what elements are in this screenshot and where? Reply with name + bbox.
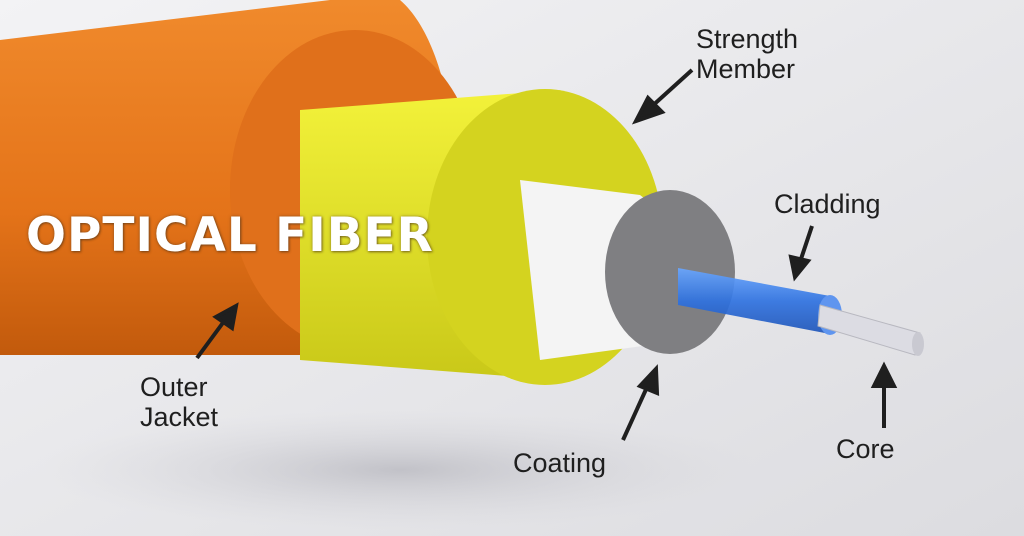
core-label: Core [836, 434, 895, 464]
floor-shadow [40, 410, 760, 530]
cladding-tube [678, 268, 830, 334]
strength-member-label-line-1: Strength [696, 24, 799, 54]
outer-jacket-label-line-1: Outer [140, 372, 208, 402]
arrow-cladding [788, 225, 814, 282]
arrow-outer-jacket [195, 302, 239, 360]
outer-jacket-label: Outer Jacket [140, 372, 218, 432]
cladding-label: Cladding [774, 189, 881, 219]
core-fiber [817, 304, 921, 356]
strength-member-label: Strength Member [696, 24, 798, 84]
page-title: OPTICAL FIBER [26, 208, 434, 263]
coating-face [605, 190, 735, 354]
coating-label: Coating [513, 448, 607, 478]
outer-jacket-label-line-2: Jacket [140, 402, 219, 432]
strength-member-label-line-2: Member [696, 54, 796, 84]
arrow-coating [621, 364, 660, 441]
arrow-strength-member [631, 68, 694, 125]
core-end [912, 332, 924, 356]
arrow-core [870, 361, 898, 428]
